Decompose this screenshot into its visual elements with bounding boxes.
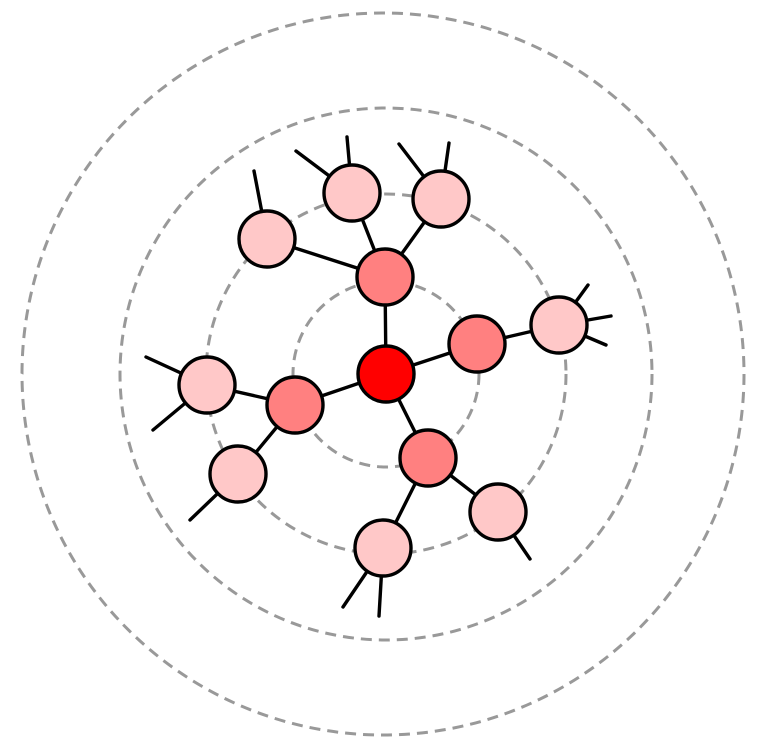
node-leaf-c2 [468, 482, 528, 542]
node-leaf-d2 [208, 444, 268, 504]
node-center [356, 344, 416, 404]
ring-level-3 [118, 106, 654, 642]
node-hub-c [398, 428, 458, 488]
node-leaf-a2 [322, 163, 382, 223]
ring-level-4 [20, 11, 746, 737]
node-hub-d [265, 375, 325, 435]
node-leaf-a1 [237, 209, 297, 269]
rings-layer [20, 11, 746, 737]
node-leaf-d1 [177, 355, 237, 415]
node-hub-b [447, 314, 507, 374]
node-leaf-c1 [353, 518, 413, 578]
node-leaf-a3 [411, 169, 471, 229]
node-leaf-b1 [529, 295, 589, 355]
nodes-layer [177, 163, 589, 578]
node-hub-a [355, 247, 415, 307]
